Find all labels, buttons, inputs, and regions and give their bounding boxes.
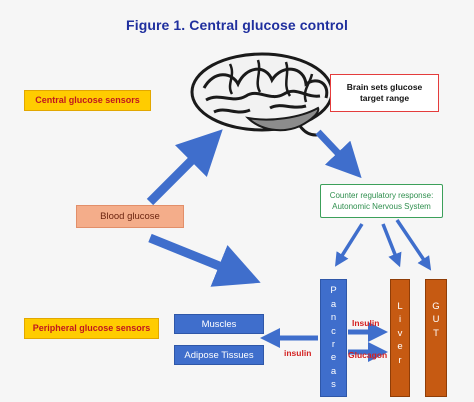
liver-letter: i (398, 314, 402, 326)
target-range-line1: Brain sets glucose (346, 82, 423, 92)
gut-bar: G U T (425, 279, 447, 397)
liver-letter: L (397, 301, 403, 312)
pancreas-letter: P (330, 285, 337, 297)
arrow-brain-to-counter (315, 129, 362, 179)
pancreas-letter: n (330, 312, 337, 324)
pancreas-letter: e (330, 352, 337, 364)
target-range-line2: target range (359, 93, 410, 103)
counter-regulatory-box: Counter regulatory response: Autonomic N… (320, 184, 443, 218)
peripheral-glucose-sensors-label: Peripheral glucose sensors (32, 323, 151, 333)
liver-letter: r (398, 354, 402, 366)
pancreas-letter: r (331, 339, 336, 350)
pancreas-bar: P a n c r e a s (320, 279, 347, 397)
arrow-blood-to-brain (146, 129, 223, 206)
arrow-counter-to-pancreas (335, 223, 364, 267)
arrow-counter-to-liver (381, 223, 402, 268)
muscles-label: Muscles (201, 318, 237, 330)
arrow-counter-to-gut (395, 219, 432, 271)
insulin-to-tissues-label: insulin (284, 348, 312, 358)
central-glucose-sensors-box: Central glucose sensors (24, 90, 151, 111)
counter-regulatory-line2: Autonomic Nervous System (332, 202, 431, 211)
blood-glucose-label: Blood glucose (100, 211, 160, 222)
gut-letter: G (432, 301, 440, 312)
liver-bar: L i v e r (390, 279, 410, 397)
figure-title: Figure 1. Central glucose control (126, 17, 348, 33)
insulin-to-liver-label: Insulin (352, 318, 380, 328)
blood-glucose-box: Blood glucose (76, 205, 184, 228)
gut-letter: U (432, 314, 440, 326)
pancreas-letter: c (331, 325, 336, 337)
adipose-tissues-label: Adipose Tissues (184, 349, 254, 361)
adipose-tissues-box: Adipose Tissues (174, 345, 264, 365)
target-range-box: Brain sets glucose target range (330, 74, 439, 112)
muscles-box: Muscles (174, 314, 264, 334)
counter-regulatory-line1: Counter regulatory response: (329, 191, 434, 200)
gut-letter: T (433, 327, 439, 339)
peripheral-glucose-sensors-box: Peripheral glucose sensors (24, 318, 159, 339)
arrow-blood-to-periphery (148, 233, 261, 287)
central-glucose-sensors-label: Central glucose sensors (35, 95, 140, 105)
pancreas-letter: s (331, 379, 336, 391)
liver-letter: e (397, 341, 403, 353)
brain-icon (190, 52, 334, 137)
liver-letter: v (397, 327, 403, 339)
glucagon-to-liver-label: Glucagon (348, 350, 388, 360)
pancreas-letter: a (330, 298, 337, 310)
pancreas-letter: a (330, 365, 337, 377)
